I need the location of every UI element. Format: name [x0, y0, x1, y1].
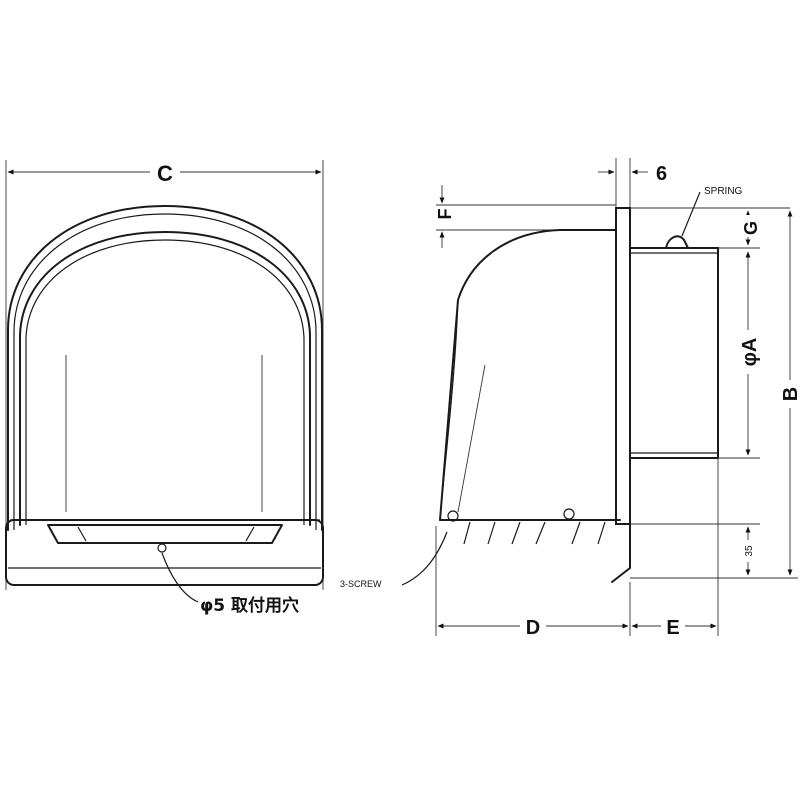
base-plate — [5, 519, 324, 586]
label-g: G — [741, 221, 761, 235]
side-view: 6 F SPRING G φA — [340, 158, 800, 639]
label-b: B — [780, 387, 800, 401]
label-3-screw: 3-SCREW — [340, 579, 382, 589]
screw-icon — [447, 508, 575, 522]
hood-inner-arch — [19, 231, 311, 526]
mount-hole — [157, 543, 167, 553]
drip-lip — [611, 521, 631, 583]
label-f: F — [435, 209, 455, 220]
spring: SPRING — [665, 186, 743, 249]
wall-flange — [615, 207, 631, 525]
dimension-c: C — [5, 160, 324, 590]
label-six: 6 — [656, 163, 667, 185]
bottom-louver — [47, 524, 283, 544]
label-d: D — [526, 617, 540, 639]
label-c: C — [157, 161, 173, 186]
duct-pipe — [629, 247, 719, 459]
label-e: E — [666, 617, 679, 639]
louver-fins — [439, 519, 621, 545]
hood-body — [439, 229, 617, 521]
label-mount-hole: φ5 取付用穴 — [200, 595, 299, 616]
front-view: C φ5 取付用穴 — [5, 160, 324, 616]
label-35: 35 — [744, 545, 755, 557]
label-spring: SPRING — [704, 186, 743, 197]
label-phi-a: φA — [739, 338, 761, 367]
hood-outer-arch — [7, 205, 323, 531]
